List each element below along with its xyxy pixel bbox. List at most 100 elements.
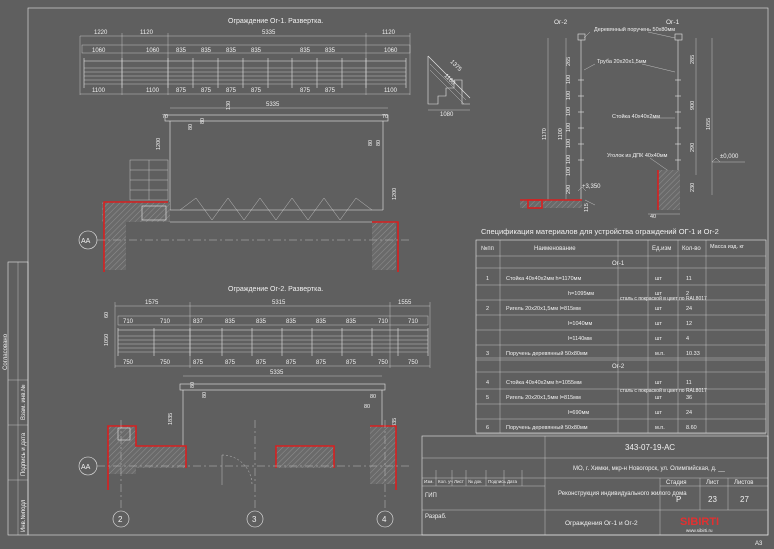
- og1-rail-dim: 835: [226, 48, 237, 54]
- stamp-col-head: Дата: [507, 479, 517, 484]
- plan1-dim: 1200: [392, 188, 398, 200]
- stamp-address: МО, г. Химки, мкр-н Новогорск, ул. Олимп…: [573, 465, 726, 472]
- spec-cell-unit: м.п.: [655, 351, 665, 357]
- company-logo: SIBIRTI: [680, 516, 719, 528]
- og2-rail-dim: 835: [316, 319, 327, 325]
- section-dim-left: 100: [566, 167, 572, 176]
- section-dim-left: 100: [566, 139, 572, 148]
- axis-bubble-2: [112, 510, 130, 528]
- section-dim-left: 1170: [542, 128, 548, 140]
- og1-bottom-dim: 875: [226, 88, 237, 94]
- level-mark: ±0,000: [720, 154, 739, 160]
- og1-top-dim: 5335: [262, 30, 276, 36]
- og1-rail-dim: 835: [176, 48, 187, 54]
- og2-elevation-title: Ограждение Ог-2. Развертка.: [228, 286, 323, 293]
- spec-cell-name: Поручень деревянный 50х80мм: [506, 350, 588, 357]
- axis-bubble-3: [246, 510, 264, 528]
- plan2-dim: 80: [364, 404, 370, 410]
- og2-side-dim: 1050: [104, 334, 110, 346]
- spec-header: Масса изд. кг: [710, 244, 744, 250]
- section-dim-left: 1100: [558, 128, 564, 140]
- side-stamp-agreed: Согласовано: [3, 333, 9, 370]
- section-dim-left: 100: [566, 91, 572, 100]
- spec-cell-unit: шт: [655, 395, 662, 401]
- og2-bottom-dim: 750: [160, 360, 171, 366]
- spec-cell-unit: шт: [655, 321, 662, 327]
- section-left-label: Ог-2: [554, 19, 568, 26]
- spec-cell-name: h=1095мм: [568, 291, 594, 297]
- spec-cell-qty: 24: [686, 306, 692, 312]
- og1-bottom-dim: 875: [300, 88, 311, 94]
- og1-bottom-dim: 1100: [146, 88, 160, 94]
- side-stamp-inv: Инв.№подл: [20, 499, 27, 532]
- stamp-sheets-label: Листов: [734, 480, 754, 486]
- og2-rail-dim: 710: [123, 319, 134, 325]
- stamp-col-head: № док.: [468, 479, 482, 484]
- og1-rail-dim: 835: [201, 48, 212, 54]
- spec-cell-n: 1: [486, 276, 489, 282]
- plan1-dim: 80: [200, 118, 206, 124]
- spec-cell-unit: шт: [655, 276, 662, 282]
- spec-header: Кол-во: [682, 246, 701, 252]
- og1-top-dim: 1220: [94, 30, 108, 36]
- stamp-project: Реконструкция индивидуального жилого дом…: [558, 491, 687, 497]
- level-mark: +3,350: [582, 184, 601, 190]
- section-dim-left: 100: [566, 155, 572, 164]
- spec-cell-n: 2: [486, 306, 489, 312]
- stamp-sheet-label: Лист: [706, 480, 719, 486]
- plan1-dim: 80: [188, 124, 194, 130]
- section-dim-left: 100: [566, 75, 572, 84]
- spec-cell-qty: 10.33: [686, 351, 700, 357]
- og1-plan: 5335 70 130 80 80 1200 1200 70 80 80 АА: [78, 101, 410, 272]
- spec-cell-name: l=1040мм: [568, 321, 592, 327]
- spec-cell-name: Ригель 20х20х1,5мм l=815мм: [506, 306, 581, 312]
- section-dim-left: 100: [566, 123, 572, 132]
- spec-cell-unit: м.п.: [655, 425, 665, 431]
- plan2-dim: 5335: [270, 370, 284, 376]
- og2-bottom-dim: 875: [316, 360, 327, 366]
- plan2-dim: 80: [202, 392, 208, 398]
- og1-top-dim: 1120: [382, 30, 396, 36]
- axis-label-aa: АА: [81, 464, 91, 471]
- og2-top-dim: 1575: [145, 300, 159, 306]
- spec-header: Ед.изм: [652, 246, 671, 252]
- og1-rail-dim: 835: [300, 48, 311, 54]
- section-dim-right: 230: [690, 183, 696, 192]
- plan1-dim: 5335: [266, 102, 280, 108]
- title-block: 343-07-19-АС МО, г. Химки, мкр-н Новогор…: [421, 435, 769, 547]
- side-stamp-replace: Взам. инв.№: [20, 384, 27, 420]
- spec-header: №пп: [481, 245, 494, 252]
- section-dim-left: 100: [566, 107, 572, 116]
- og2-top-dim: 5315: [272, 300, 286, 306]
- stamp-stage-label: Стадия: [666, 480, 686, 486]
- plan1-dim: 1200: [156, 138, 162, 150]
- og2-plan: 5335 80 80 80 80 1835 1835 АА 2 3 4: [78, 370, 410, 528]
- section-right-label: Ог-1: [666, 19, 680, 26]
- plan1-dim: 70: [382, 114, 388, 120]
- spec-cell-qty: 36: [686, 395, 692, 401]
- og1-bottom-dim: 1100: [384, 88, 398, 94]
- section-dim-right: 900: [690, 101, 696, 110]
- section-note: Стойка 40х40х2мм: [612, 113, 660, 120]
- section-note: Труба 20х20х1,5мм: [597, 59, 647, 65]
- side-stamp-sign: Подпись и дата: [21, 432, 27, 476]
- spec-cell-n: 5: [486, 395, 489, 401]
- spec-cell-qty: 11: [686, 380, 692, 386]
- og2-rail-dim: 837: [193, 319, 204, 325]
- og1-rail-dim: 835: [251, 48, 262, 54]
- spec-cell-unit: шт: [655, 291, 662, 297]
- section-dim-left: 290: [566, 185, 572, 194]
- og2-bottom-dim: 875: [193, 360, 204, 366]
- og1-bottom-dim: 875: [251, 88, 262, 94]
- company-site: www.sibirti.ru: [686, 528, 713, 533]
- spec-cell-n: 3: [486, 351, 489, 357]
- spec-cell-name: Стойка 40х40х2мм h=1055мм: [506, 379, 582, 386]
- spec-group-og2: Ог-2: [612, 364, 625, 370]
- stamp-stage: Р: [676, 495, 681, 504]
- og2-rail-dim: 835: [256, 319, 267, 325]
- spec-cell-qty: 4: [686, 336, 689, 342]
- stamp-sheet: 23: [708, 495, 717, 504]
- og2-bottom-dim: 750: [378, 360, 389, 366]
- og1-rail-dim: 1060: [92, 48, 106, 54]
